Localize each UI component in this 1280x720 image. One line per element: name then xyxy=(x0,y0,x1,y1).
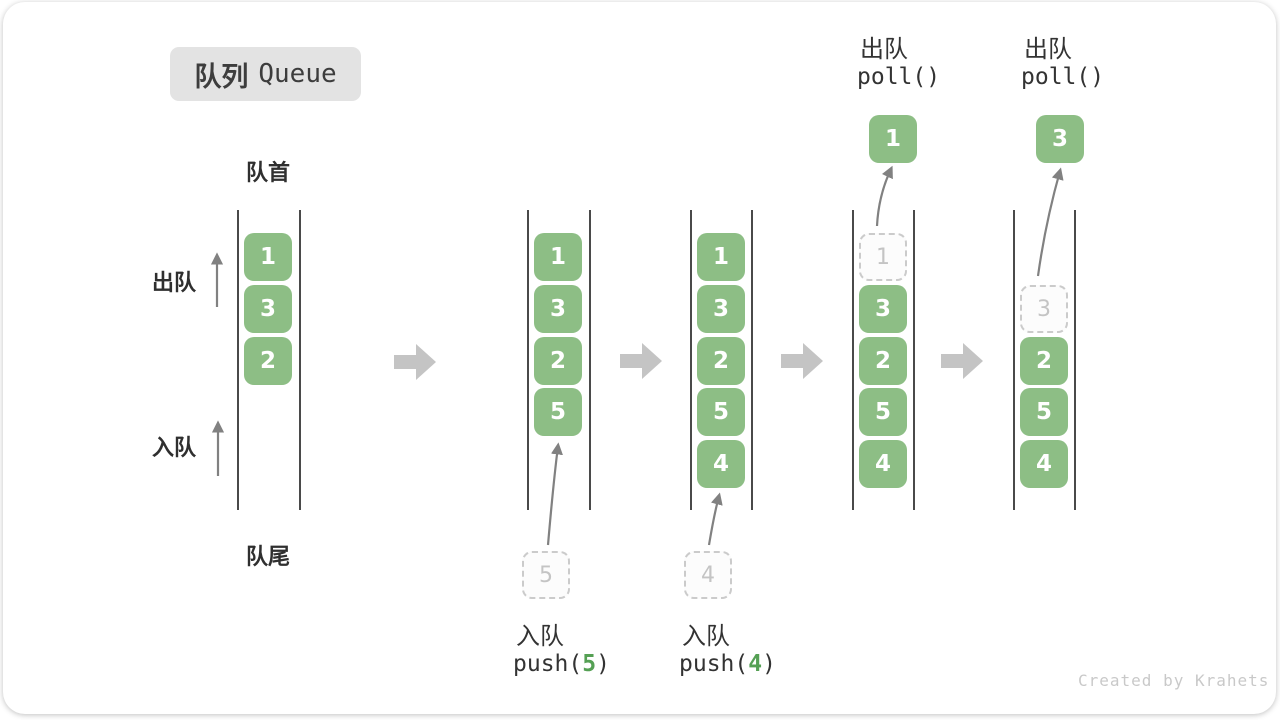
state5-polled-box-3: 3 xyxy=(1036,115,1084,163)
state5-removed-box-3: 3 xyxy=(1020,285,1068,333)
push4-arg: 4 xyxy=(748,651,763,677)
poll2-op-label: 出队 xyxy=(1024,36,1072,63)
diagram-card xyxy=(3,2,1276,714)
state3-left-wall xyxy=(690,210,692,510)
poll1-op-label: 出队 xyxy=(860,36,908,63)
push4-op-label: 入队 xyxy=(682,623,730,650)
state3-box-3: 3 xyxy=(697,285,745,333)
push5-call: push(5) xyxy=(513,651,610,677)
state5-left-wall xyxy=(1013,210,1015,510)
state1-left-wall xyxy=(237,210,239,510)
state4-left-wall xyxy=(852,210,854,510)
poll1-call: poll() xyxy=(857,64,941,90)
state2-box-5: 5 xyxy=(534,388,582,436)
state2-right-wall xyxy=(589,210,591,510)
title-zh: 队列 xyxy=(194,61,249,92)
state2-left-wall xyxy=(527,210,529,510)
state3-pending-box-4: 4 xyxy=(684,551,732,599)
state4-box-4: 4 xyxy=(859,440,907,488)
state2-box-3: 3 xyxy=(534,285,582,333)
state4-box-3: 3 xyxy=(859,285,907,333)
dequeue-side-label: 出队 xyxy=(152,270,197,295)
state1-right-wall xyxy=(299,210,301,510)
push4-fn-open: push( xyxy=(679,651,749,677)
state1-box-1: 1 xyxy=(244,233,292,281)
push4-call: push(4) xyxy=(679,651,776,677)
state4-box-5: 5 xyxy=(859,388,907,436)
title-en: Queue xyxy=(258,59,337,89)
state4-polled-box-1: 1 xyxy=(869,115,917,163)
state5-right-wall xyxy=(1074,210,1076,510)
state5-box-2: 2 xyxy=(1020,337,1068,385)
state3-box-2: 2 xyxy=(697,337,745,385)
push5-fn-close: ) xyxy=(596,651,610,677)
state3-box-5: 5 xyxy=(697,388,745,436)
state4-removed-box-1: 1 xyxy=(859,233,907,281)
state1-box-2: 2 xyxy=(244,337,292,385)
queue-front-label: 队首 xyxy=(245,160,290,185)
push4-fn-close: ) xyxy=(762,651,776,677)
state2-box-2: 2 xyxy=(534,337,582,385)
queue-rear-label: 队尾 xyxy=(245,544,290,569)
state1-box-3: 3 xyxy=(244,285,292,333)
state2-pending-box-5: 5 xyxy=(522,551,570,599)
state4-box-2: 2 xyxy=(859,337,907,385)
state3-box-1: 1 xyxy=(697,233,745,281)
state3-box-4: 4 xyxy=(697,440,745,488)
state3-right-wall xyxy=(751,210,753,510)
watermark: Created by Krahets xyxy=(1078,671,1270,690)
title-badge: 队列 Queue xyxy=(170,47,361,101)
state5-box-4: 4 xyxy=(1020,440,1068,488)
state2-box-1: 1 xyxy=(534,233,582,281)
poll2-call: poll() xyxy=(1021,64,1105,90)
push5-op-label: 入队 xyxy=(516,623,564,650)
enqueue-side-label: 入队 xyxy=(152,435,197,460)
state5-box-5: 5 xyxy=(1020,388,1068,436)
state4-right-wall xyxy=(913,210,915,510)
push5-arg: 5 xyxy=(582,651,597,677)
push5-fn-open: push( xyxy=(513,651,583,677)
